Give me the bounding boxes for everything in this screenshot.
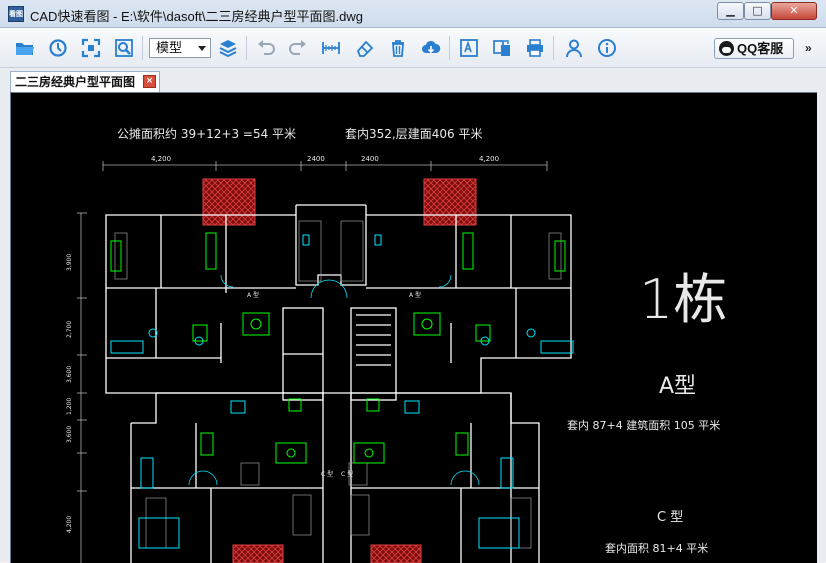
qq-penguin-icon — [719, 41, 734, 56]
qq-support-button[interactable]: QQ客服 — [714, 38, 794, 59]
dim-top-1: 4,200 — [151, 155, 171, 163]
type-c-label: C 型 — [657, 510, 683, 525]
title-bar: 看图 CAD快速看图 - E:\软件\dasoft\二三房经典户型平面图.dwg… — [0, 0, 826, 28]
furniture-green — [110, 232, 566, 464]
dim-left-6: 4,200 — [66, 516, 73, 533]
balcony-hatch-right — [423, 178, 477, 226]
view-mode-select[interactable]: 模型 — [149, 38, 211, 58]
qq-support-label: QQ客服 — [737, 41, 784, 56]
balcony-hatch-left — [202, 178, 256, 226]
window-title: CAD快速看图 - E:\软件\dasoft\二三房经典户型平面图.dwg — [30, 9, 363, 24]
interior-detail-lines — [114, 220, 562, 549]
maximize-button[interactable]: □ — [744, 2, 771, 20]
eraser-icon[interactable] — [354, 37, 376, 59]
tab-drawing-label: 二三房经典户型平面图 — [15, 75, 136, 89]
user-icon[interactable] — [563, 37, 585, 59]
dim-top-2: 2400 — [307, 155, 325, 163]
toolbar-overflow-button[interactable]: » — [805, 41, 812, 55]
fullscreen-icon[interactable] — [80, 37, 102, 59]
measure-icon[interactable] — [320, 37, 342, 59]
info-icon[interactable] — [596, 37, 618, 59]
room-label-a-left: A 型 — [247, 291, 259, 299]
main-toolbar: 模型 QQ客服 » — [0, 28, 826, 68]
tab-drawing[interactable]: 二三房经典户型平面图 × — [10, 71, 161, 92]
balcony-hatch-bottom-left — [232, 544, 284, 563]
top-dimension-line — [102, 161, 548, 171]
type-a-area-text: 套内 87+4 建筑面积 105 平米 — [567, 418, 720, 432]
chevron-down-icon — [198, 46, 206, 51]
cad-drawing-canvas[interactable]: 公摊面积约 39+12+3 =54 平米 套内352,层建面406 平米 4,2… — [10, 92, 817, 563]
building-number-text: 1栋 — [639, 268, 727, 331]
fixtures-cyan — [110, 234, 574, 549]
room-label-c-right: C 型 — [341, 470, 353, 478]
open-folder-icon[interactable] — [14, 37, 36, 59]
floor-plan-walls — [105, 204, 572, 563]
zoom-window-icon[interactable] — [113, 37, 135, 59]
balcony-hatch-bottom-right — [370, 544, 422, 563]
print-icon[interactable] — [524, 37, 546, 59]
room-label-c-left: C 型 — [321, 470, 333, 478]
document-tab-bar: 二三房经典户型平面图 × — [0, 68, 826, 92]
door-swings — [188, 274, 480, 486]
minimize-button[interactable]: ▁ — [717, 2, 744, 20]
close-window-button[interactable]: ✕ — [771, 2, 817, 20]
dim-left-1: 3,900 — [66, 254, 73, 271]
dim-left-5: 3,600 — [66, 426, 73, 443]
redo-icon[interactable] — [287, 37, 309, 59]
room-label-a-right: A 型 — [409, 291, 421, 299]
undo-icon[interactable] — [255, 37, 277, 59]
dim-top-3: 2400 — [361, 155, 379, 163]
type-a-label: A型 — [659, 374, 696, 399]
cloud-download-icon[interactable] — [420, 37, 442, 59]
area-note-text: 公摊面积约 39+12+3 =54 平米 — [117, 126, 296, 141]
history-icon[interactable] — [47, 37, 69, 59]
dim-left-2: 2,700 — [66, 321, 73, 338]
left-dimension-line — [77, 212, 87, 563]
dim-top-4: 4,200 — [479, 155, 499, 163]
canvas-area: 公摊面积约 39+12+3 =54 平米 套内352,层建面406 平米 4,2… — [0, 92, 826, 563]
tab-close-icon[interactable]: × — [143, 75, 157, 88]
total-area-note-text: 套内352,层建面406 平米 — [345, 127, 482, 141]
dim-left-3: 3,600 — [66, 366, 73, 383]
layers-icon[interactable] — [217, 37, 239, 59]
delete-icon[interactable] — [387, 37, 409, 59]
convert-icon[interactable] — [491, 37, 513, 59]
app-logo-icon: 看图 — [8, 6, 24, 22]
text-search-icon[interactable] — [458, 37, 480, 59]
type-c-area-text: 套内面积 81+4 平米 — [605, 541, 708, 555]
view-mode-value: 模型 — [156, 40, 183, 55]
dim-left-4: 1,200 — [66, 398, 73, 415]
